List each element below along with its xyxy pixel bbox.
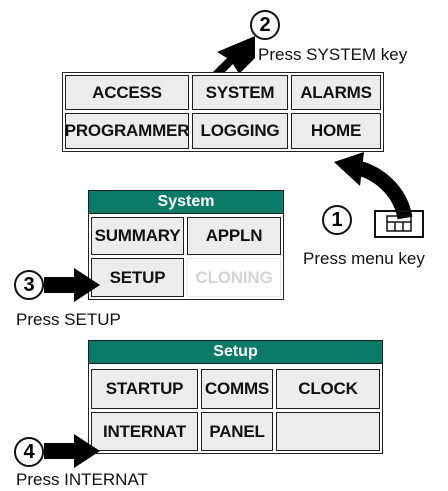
step-3-label: Press SETUP — [16, 310, 121, 329]
cloning-button: CLONING — [187, 258, 281, 297]
step-2-label: Press SYSTEM key — [258, 45, 408, 64]
internat-button[interactable]: INTERNAT — [91, 412, 198, 451]
startup-button[interactable]: STARTUP — [91, 369, 198, 409]
panel-button[interactable]: PANEL — [201, 412, 273, 451]
empty-button — [276, 412, 380, 451]
setup-button[interactable]: SETUP — [91, 258, 184, 297]
step-1-label: Press menu key — [303, 249, 425, 268]
step-3-number: 3 — [14, 270, 44, 300]
step-4-label: Press INTERNAT — [16, 470, 148, 489]
arrow-icon — [44, 434, 100, 468]
step-2-number: 2 — [250, 10, 280, 40]
clock-button[interactable]: CLOCK — [276, 369, 380, 409]
system-menu-title: System — [88, 190, 284, 214]
comms-button[interactable]: COMMS — [201, 369, 273, 409]
arrow-icon — [213, 36, 255, 78]
menu-key-icon[interactable] — [374, 210, 424, 238]
logging-button[interactable]: LOGGING — [192, 113, 288, 149]
summary-button[interactable]: SUMMARY — [91, 217, 184, 255]
appln-button[interactable]: APPLN — [187, 217, 281, 255]
home-button[interactable]: HOME — [291, 113, 381, 149]
arrow-icon — [44, 268, 100, 302]
system-button[interactable]: SYSTEM — [192, 75, 288, 110]
step-4-number: 4 — [14, 437, 44, 467]
setup-menu-title: Setup — [88, 340, 383, 364]
alarms-button[interactable]: ALARMS — [291, 75, 381, 110]
step-1-number: 1 — [322, 205, 352, 235]
programmer-button[interactable]: PROGRAMMER — [65, 113, 189, 149]
access-button[interactable]: ACCESS — [65, 75, 189, 110]
